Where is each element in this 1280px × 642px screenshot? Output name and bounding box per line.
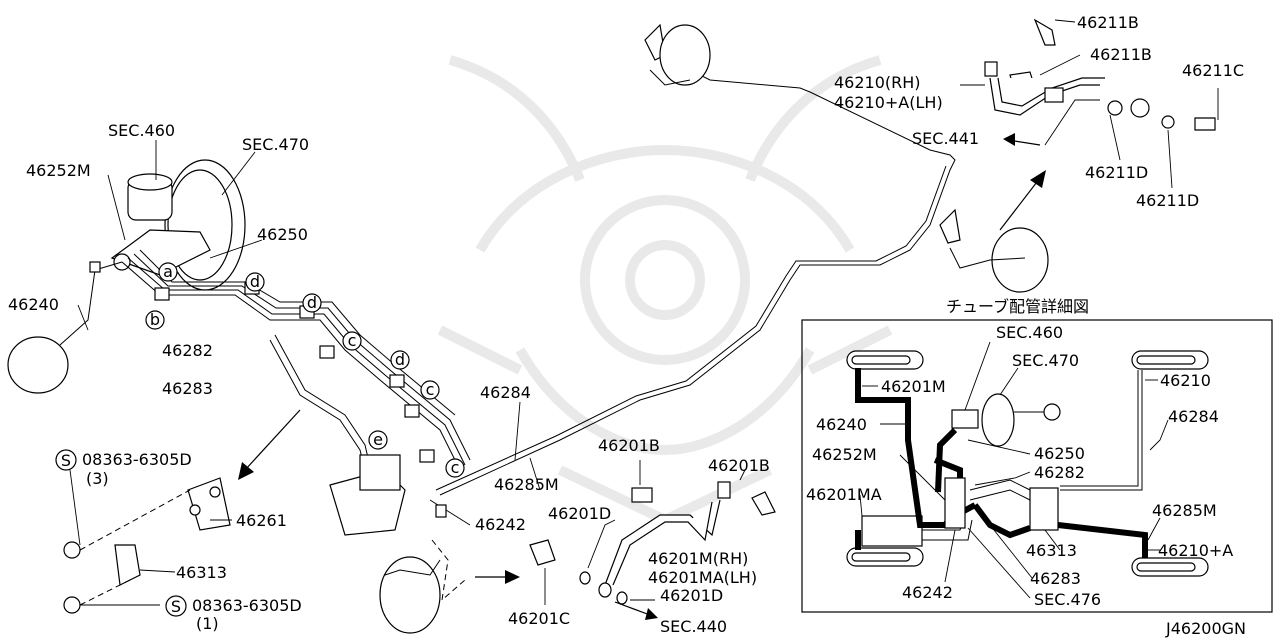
- label-46201d-top: 46201D: [548, 504, 611, 523]
- label-bolt-top-qty: (3): [86, 469, 109, 488]
- inset-label-46210: 46210: [1160, 371, 1211, 390]
- inset-label-46283: 46283: [1030, 569, 1081, 588]
- watermark-emblem: [437, 55, 893, 526]
- front-hose-assembly: [379, 460, 776, 634]
- rear-rh-brake: [644, 23, 711, 86]
- label-46211d-2: 46211D: [1136, 191, 1199, 210]
- marker-d-2: d: [307, 293, 317, 312]
- marker-e: e: [373, 430, 383, 449]
- position-markers: a b d d c d c e c: [145, 262, 465, 478]
- inset-label-sec476: SEC.476: [1034, 590, 1101, 609]
- label-sec441: SEC.441: [912, 129, 979, 148]
- label-46284: 46284: [480, 383, 531, 402]
- inset-label-46285m: 46285M: [1152, 501, 1217, 520]
- inset-title: チューブ配管詳細図: [946, 297, 1089, 316]
- screw-symbol-top-letter: S: [61, 451, 71, 470]
- part-labels: SEC.460 SEC.470 46252M 46250 46240 46282…: [8, 13, 1244, 636]
- inset-label-46242: 46242: [902, 583, 953, 602]
- screw-symbol-bottom-letter: S: [171, 597, 181, 616]
- label-46201b-left: 46201B: [598, 436, 660, 455]
- label-sec470: SEC.470: [242, 135, 309, 154]
- inset-label-sec470: SEC.470: [1012, 351, 1079, 370]
- abs-actuator: [329, 454, 471, 536]
- marker-a: a: [163, 262, 173, 281]
- booster-assembly: [107, 140, 263, 291]
- inset-label-46201ma: 46201MA: [806, 485, 882, 504]
- tube-routing-inset: チューブ配管詳細図: [801, 297, 1273, 613]
- screw-symbol-bottom: [165, 595, 187, 617]
- label-46211b-1: 46211B: [1077, 13, 1139, 32]
- marker-c-1: c: [348, 331, 357, 350]
- marker-d-3: d: [395, 350, 405, 369]
- label-46283: 46283: [162, 379, 213, 398]
- inset-label-46240: 46240: [816, 415, 867, 434]
- label-46201d-bottom: 46201D: [660, 586, 723, 605]
- label-46201ma-lh: 46201MA(LH): [648, 568, 757, 587]
- label-46201b-right: 46201B: [708, 456, 770, 475]
- inset-label-46250: 46250: [1034, 444, 1085, 463]
- inset-label-46313: 46313: [1026, 541, 1077, 560]
- marker-c-3: c: [451, 458, 460, 477]
- marker-c-2: c: [426, 380, 435, 399]
- label-46210-rh: 46210(RH): [834, 73, 921, 92]
- inset-label-46201m: 46201M: [881, 377, 946, 396]
- label-46201c: 46201C: [508, 609, 570, 628]
- front-pipe-bundle: [7, 249, 471, 491]
- screw-symbol-top: [55, 449, 77, 471]
- inset-frame: [801, 319, 1273, 613]
- marker-d-1: d: [250, 272, 260, 291]
- marker-b: b: [150, 310, 160, 329]
- label-46252m: 46252M: [26, 161, 91, 180]
- label-46201m-rh: 46201M(RH): [648, 549, 748, 568]
- bracket-assembly: [63, 409, 301, 614]
- label-sec460: SEC.460: [108, 121, 175, 140]
- label-sec440: SEC.440: [660, 617, 727, 636]
- label-46211b-2: 46211B: [1090, 45, 1152, 64]
- label-46250: 46250: [257, 225, 308, 244]
- inset-label-46210a: 46210+A: [1158, 541, 1233, 560]
- label-46211d-1: 46211D: [1085, 163, 1148, 182]
- label-bolt-bottom-qty: (1): [196, 614, 219, 633]
- rear-lh-brake: [939, 170, 1049, 293]
- inset-label-sec460: SEC.460: [996, 323, 1063, 342]
- label-46261: 46261: [236, 511, 287, 530]
- label-46240: 46240: [8, 295, 59, 314]
- label-46313: 46313: [176, 563, 227, 582]
- rear-pipe-run: [435, 69, 956, 496]
- label-46285m: 46285M: [494, 475, 559, 494]
- label-bolt-top: 08363-6305D: [82, 450, 192, 469]
- label-46282: 46282: [162, 341, 213, 360]
- label-46242: 46242: [475, 515, 526, 534]
- label-46211c: 46211C: [1182, 61, 1244, 80]
- inset-label-46252m: 46252M: [812, 445, 877, 464]
- inset-label-46282: 46282: [1034, 463, 1085, 482]
- rear-hose-assembly: [960, 18, 1219, 189]
- label-bolt-bottom: 08363-6305D: [192, 596, 302, 615]
- label-46210a-lh: 46210+A(LH): [834, 93, 943, 112]
- diagram-code: J46200GN: [1165, 619, 1246, 638]
- inset-label-46284: 46284: [1168, 407, 1219, 426]
